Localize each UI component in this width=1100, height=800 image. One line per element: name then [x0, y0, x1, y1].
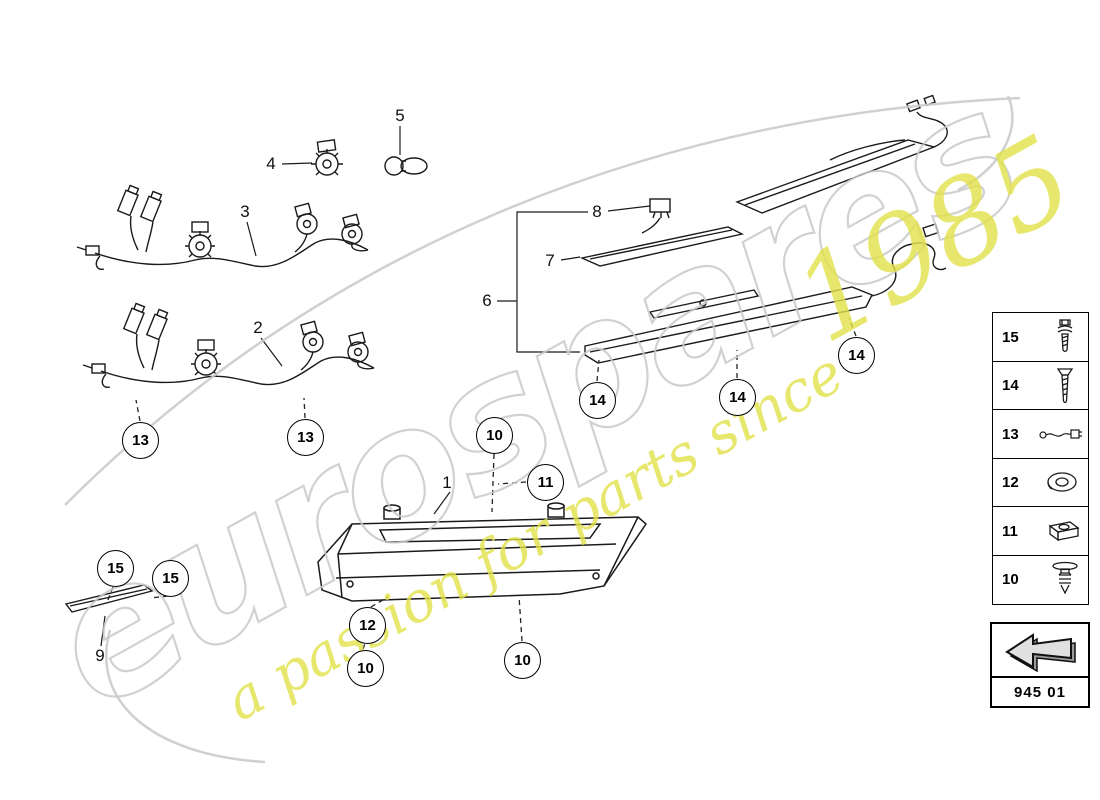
clip-nut-icon	[1042, 516, 1082, 546]
long-tail-strip-drawing	[584, 223, 947, 364]
part-label-9[interactable]: 9	[95, 646, 105, 665]
legend-row-10[interactable]: 10	[992, 554, 1089, 605]
legend-row-13[interactable]: 13	[992, 409, 1089, 459]
callout-10[interactable]: 10	[504, 642, 541, 679]
part-label-8[interactable]: 8	[592, 202, 602, 221]
callout-14[interactable]: 14	[719, 379, 756, 416]
callout-14[interactable]: 14	[579, 382, 616, 419]
harness-part-2-drawing	[82, 301, 375, 389]
part-label-5[interactable]: 5	[395, 106, 405, 125]
legend-label: 10	[1002, 571, 1019, 588]
callout-15[interactable]: 15	[152, 560, 189, 597]
legend-label: 11	[1002, 522, 1018, 540]
direction-arrow-icon	[992, 624, 1088, 676]
wiring-connector-icon	[1038, 421, 1082, 447]
callout-11[interactable]: 11	[527, 464, 564, 501]
legend-row-15[interactable]: 15	[992, 312, 1089, 362]
fastener-legend-table: 15 14 13	[992, 312, 1089, 605]
part-label-6[interactable]: 6	[482, 291, 492, 310]
connector-part-8-drawing	[649, 198, 671, 213]
dashed-leader-lines	[107, 317, 857, 650]
screw-with-washer-icon	[1048, 317, 1082, 357]
callout-12[interactable]: 12	[349, 607, 386, 644]
legend-label: 13	[1002, 425, 1019, 443]
push-rivet-icon	[1048, 560, 1082, 600]
legend-label: 12	[1002, 474, 1019, 491]
countersunk-screw-icon	[1048, 365, 1082, 407]
legend-row-14[interactable]: 14	[992, 360, 1089, 411]
legend-label: 15	[1002, 328, 1019, 346]
diagram-code: 945 01	[992, 676, 1088, 706]
part-label-4[interactable]: 4	[266, 154, 276, 173]
callout-10[interactable]: 10	[347, 650, 384, 687]
main-tail-light-part-1-drawing	[317, 502, 647, 602]
legend-row-12[interactable]: 12	[992, 457, 1089, 508]
upper-tail-strip-drawing	[735, 94, 948, 214]
callout-10[interactable]: 10	[476, 417, 513, 454]
bulb-holder-part-4-drawing	[311, 139, 343, 176]
diagram-code-box: 945 01	[990, 622, 1090, 708]
harness-part-3-drawing	[76, 183, 369, 271]
legend-row-11[interactable]: 11	[992, 506, 1089, 556]
callout-13[interactable]: 13	[122, 422, 159, 459]
part-label-7[interactable]: 7	[545, 251, 555, 270]
part-label-3[interactable]: 3	[240, 202, 250, 221]
legend-label: 14	[1002, 377, 1019, 394]
callout-15[interactable]: 15	[97, 550, 134, 587]
mid-tail-strip-part-7-drawing	[579, 198, 745, 267]
part-label-2[interactable]: 2	[253, 318, 263, 337]
part-label-1[interactable]: 1	[442, 473, 452, 492]
callout-14[interactable]: 14	[838, 337, 875, 374]
callout-13[interactable]: 13	[287, 419, 324, 456]
grommet-icon	[1042, 468, 1082, 498]
bulb-part-5-drawing	[384, 156, 428, 176]
